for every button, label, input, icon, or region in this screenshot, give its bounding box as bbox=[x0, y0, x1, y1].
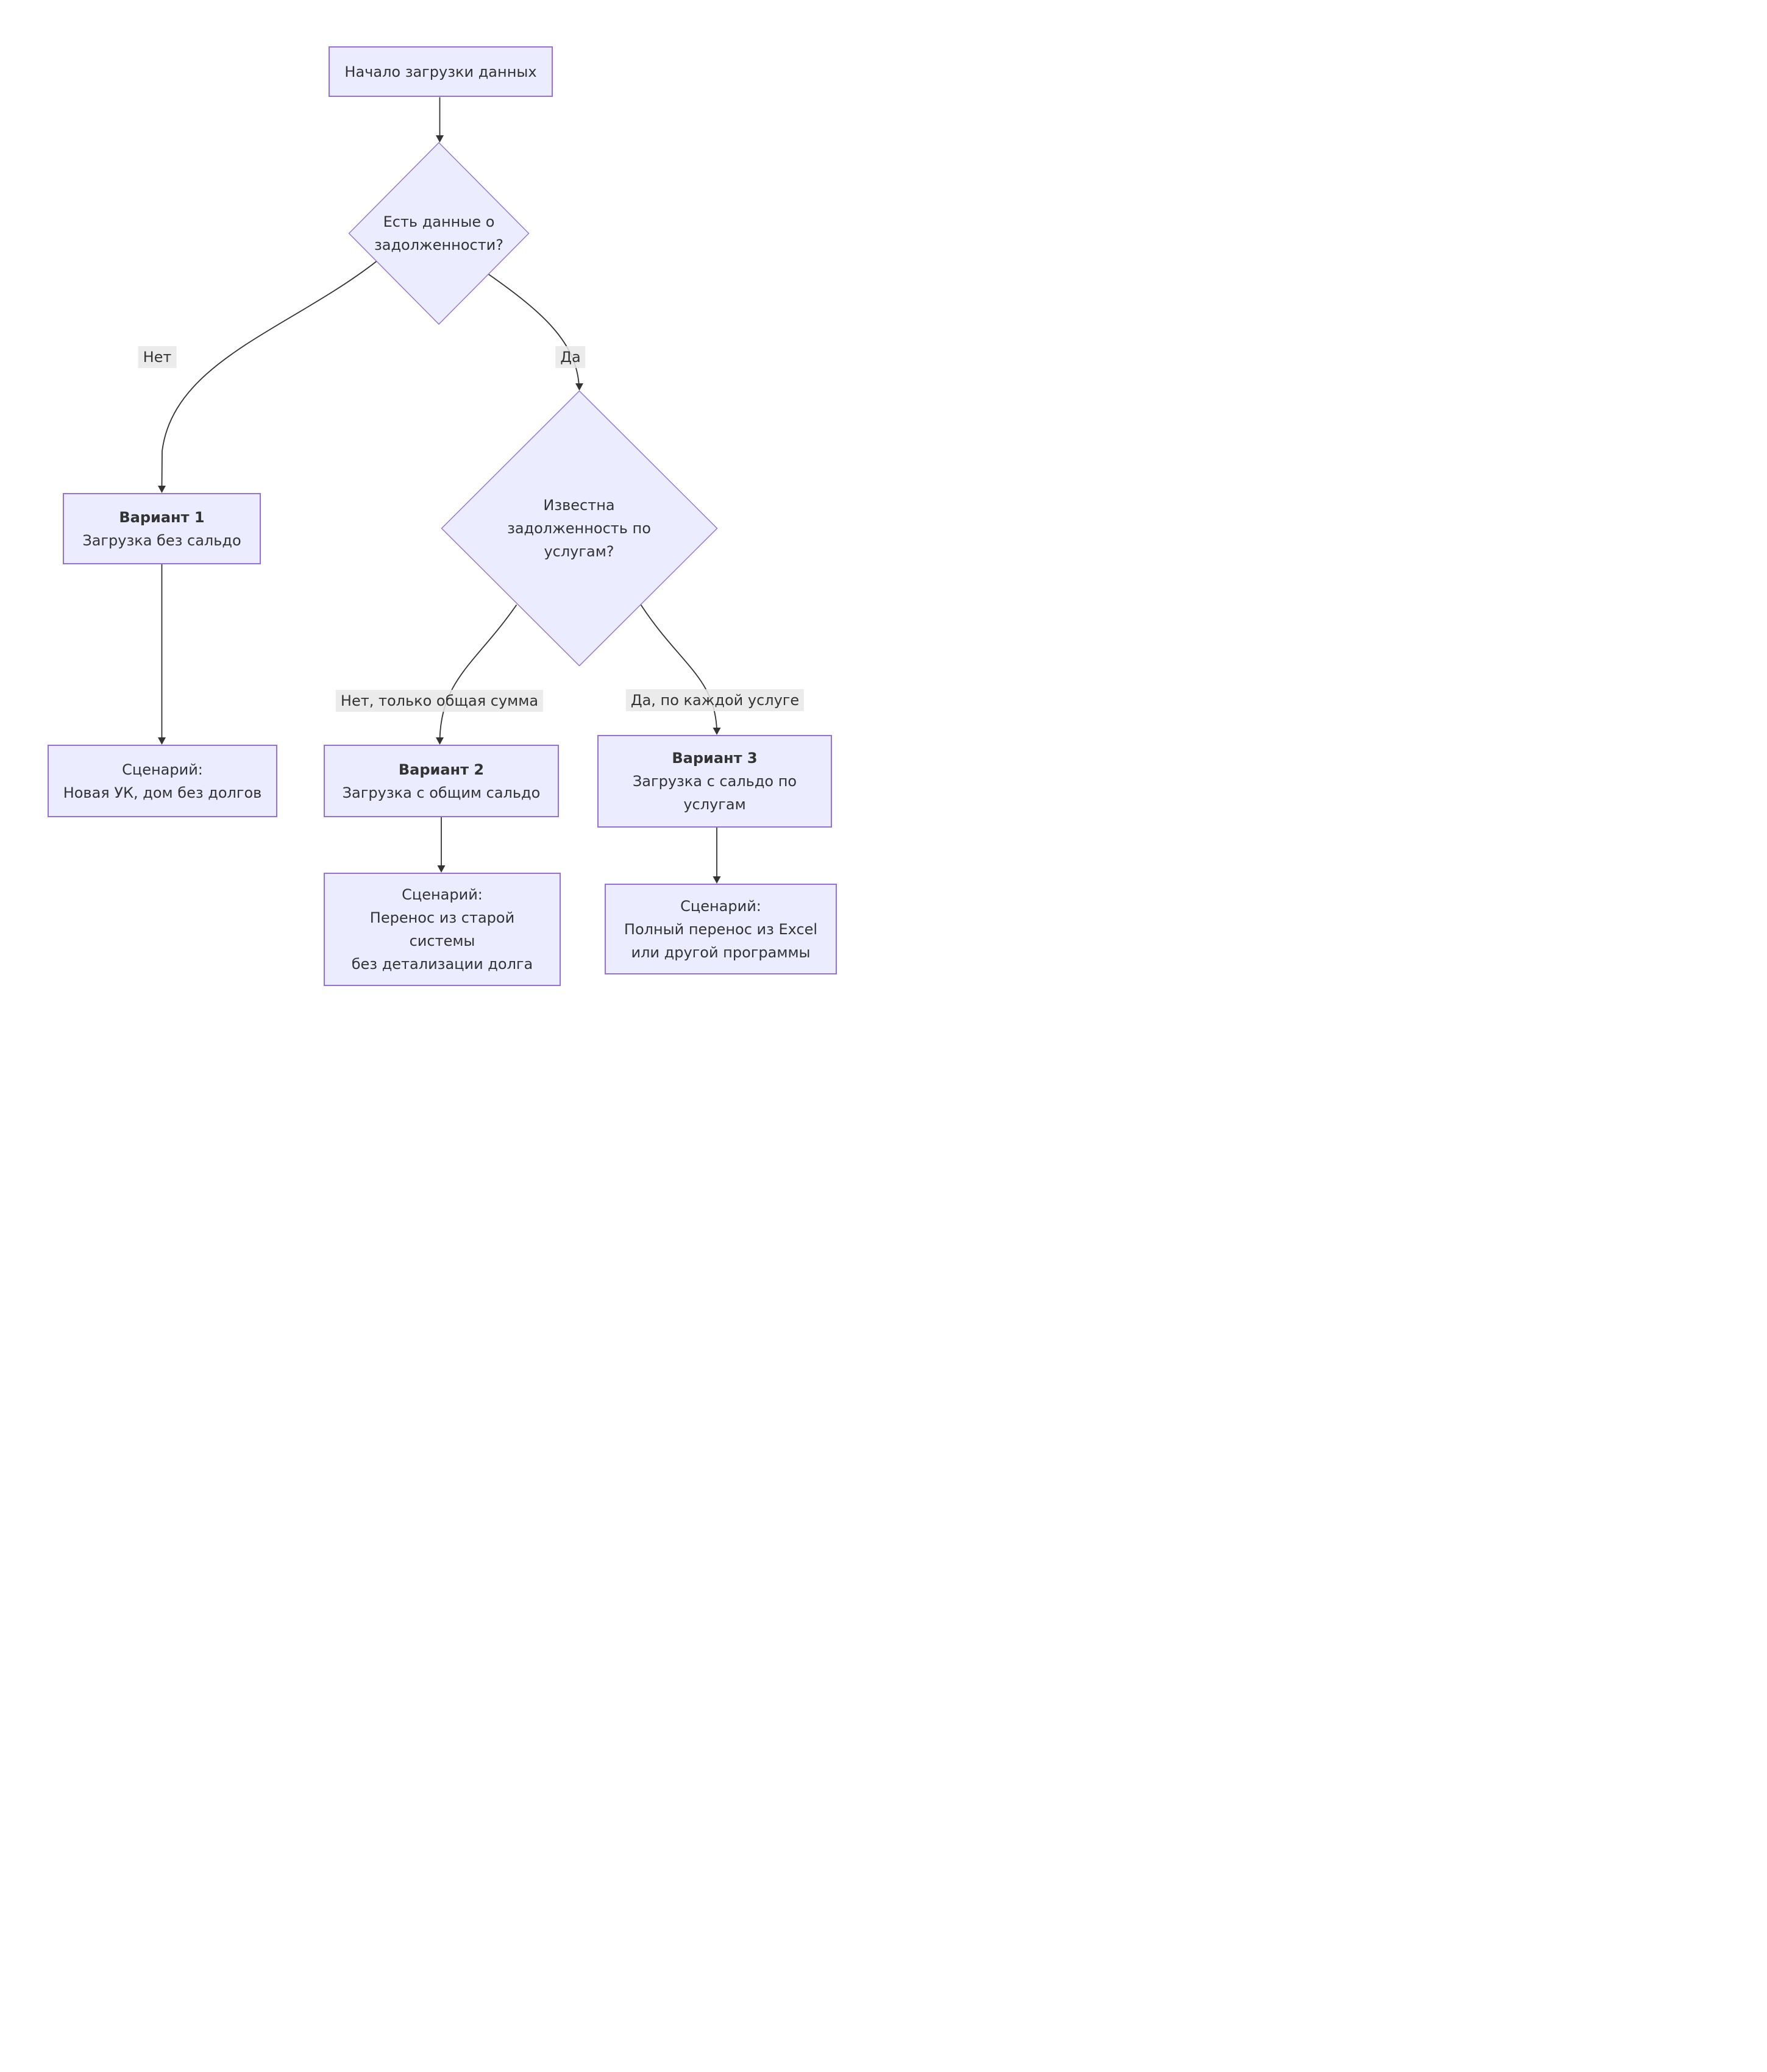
edge-label-no-total-only: Нет, только общая сумма bbox=[335, 690, 544, 712]
arrowhead-into-variant3 bbox=[713, 728, 721, 735]
arrowhead-into-decision2 bbox=[575, 383, 583, 391]
arrowhead-into-scenario2 bbox=[437, 865, 446, 873]
node-scenario3: Сценарий: Полный перенос из Excel или др… bbox=[605, 884, 837, 974]
edge-decision1-no bbox=[161, 261, 377, 488]
decision-debt-line-2: задолженности? bbox=[374, 236, 504, 254]
edge-decision2-yes-per-service bbox=[640, 605, 717, 731]
node-variant1-subtitle: Загрузка без сальдо bbox=[82, 531, 241, 549]
decision-diamond-debt bbox=[348, 142, 530, 325]
node-scenario1-line-1: Сценарий: bbox=[122, 761, 203, 778]
arrowhead-into-scenario3 bbox=[713, 876, 721, 884]
decision-services-line-3: услугам? bbox=[544, 543, 614, 560]
arrowhead-into-scenario1 bbox=[158, 737, 166, 745]
node-scenario1: Сценарий: Новая УК, дом без долгов bbox=[48, 745, 277, 817]
node-variant2: Вариант 2 Загрузка с общим сальдо bbox=[324, 745, 559, 817]
edge-decision1-yes bbox=[488, 274, 580, 387]
decision-debt-label: Есть данные о задолженности? bbox=[354, 210, 524, 257]
node-variant3-title: Вариант 3 bbox=[672, 750, 758, 767]
decision-services-line-2: задолженность по bbox=[507, 520, 651, 537]
node-scenario3-line-3: или другой программы bbox=[631, 943, 811, 961]
node-scenario3-line-2: Полный перенос из Excel bbox=[624, 920, 818, 938]
node-scenario3-line-1: Сценарий: bbox=[680, 897, 761, 915]
decision-services-line-1: Известна bbox=[543, 497, 615, 514]
node-variant1: Вариант 1 Загрузка без сальдо bbox=[63, 493, 261, 564]
arrowhead-into-variant1 bbox=[158, 486, 166, 493]
node-variant3-subtitle-2: услугам bbox=[683, 796, 746, 813]
flowchart-canvas: Нет Да Нет, только общая сумма Да, по ка… bbox=[0, 0, 884, 1036]
node-scenario1-line-2: Новая УК, дом без долгов bbox=[63, 784, 262, 801]
decision-debt-line-1: Есть данные о bbox=[383, 213, 495, 230]
node-scenario2-line-4: без детализации долга bbox=[351, 956, 533, 973]
edge-decision2-no-total bbox=[439, 604, 517, 740]
edge-label-no: Нет bbox=[138, 346, 177, 368]
node-start: Начало загрузки данных bbox=[329, 46, 553, 97]
node-scenario2-line-3: системы bbox=[409, 932, 475, 949]
edge-label-yes: Да bbox=[555, 346, 586, 368]
node-variant1-title: Вариант 1 bbox=[119, 508, 205, 526]
node-variant3: Вариант 3 Загрузка с сальдо по услугам bbox=[597, 735, 832, 828]
node-variant2-title: Вариант 2 bbox=[398, 761, 485, 778]
edge-label-yes-per-service: Да, по каждой услуге bbox=[625, 689, 805, 711]
node-variant3-subtitle-1: Загрузка с сальдо по bbox=[632, 773, 797, 790]
arrowhead-into-variant2 bbox=[436, 737, 444, 745]
node-scenario2-line-1: Сценарий: bbox=[402, 886, 483, 903]
decision-diamond-services bbox=[441, 390, 718, 667]
decision-services-label: Известна задолженность по услугам? bbox=[475, 494, 683, 563]
arrowhead-into-decision1 bbox=[436, 135, 444, 143]
node-start-label: Начало загрузки данных bbox=[344, 63, 537, 80]
node-scenario2: Сценарий: Перенос из старой системы без … bbox=[324, 873, 561, 986]
node-scenario2-line-2: Перенос из старой bbox=[369, 909, 515, 926]
node-variant2-subtitle: Загрузка с общим сальдо bbox=[342, 784, 541, 801]
flowchart-wires bbox=[158, 97, 721, 884]
